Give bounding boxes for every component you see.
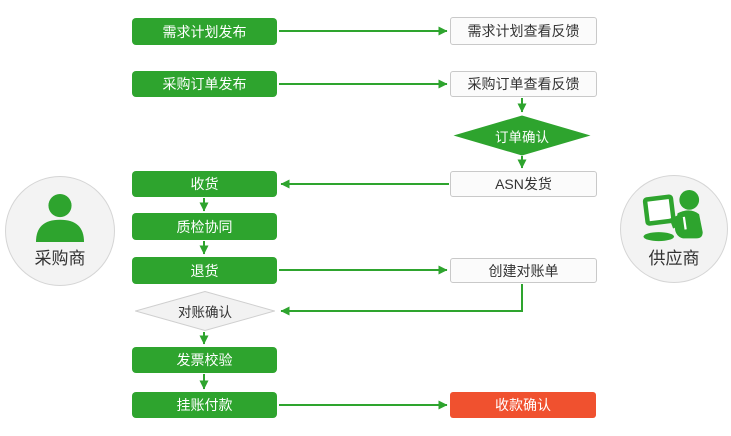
node-label: 挂账付款 bbox=[176, 397, 233, 413]
node-label: 采购订单查看反馈 bbox=[467, 76, 580, 92]
arrow-statement-to-recon-confirm bbox=[280, 284, 523, 316]
node-label: 采购订单发布 bbox=[162, 76, 247, 92]
node-receive-goods: 收货 bbox=[132, 171, 277, 197]
actor-supplier-label: 供应商 bbox=[648, 248, 700, 268]
node-invoice-check: 发票校验 bbox=[132, 347, 277, 373]
node-asn-ship: ASN发货 bbox=[450, 171, 597, 197]
node-book-payment: 挂账付款 bbox=[132, 392, 277, 418]
diamond-shape-icon bbox=[453, 115, 591, 156]
node-po-publish: 采购订单发布 bbox=[132, 71, 277, 97]
node-label: ASN发货 bbox=[495, 176, 552, 192]
node-quality-collab: 质检协同 bbox=[132, 213, 277, 240]
supplier-person-icon bbox=[642, 189, 703, 241]
node-label: 收货 bbox=[190, 176, 219, 192]
node-label: 需求计划发布 bbox=[162, 23, 247, 40]
diamond-shape-icon bbox=[135, 291, 275, 331]
node-order-confirm-diamond: 订单确认 bbox=[453, 115, 591, 156]
node-label: 创建对账单 bbox=[488, 262, 559, 279]
node-create-statement: 创建对账单 bbox=[450, 258, 597, 283]
node-demand-plan-publish: 需求计划发布 bbox=[132, 18, 277, 45]
node-label: 质检协同 bbox=[176, 218, 233, 235]
node-po-feedback: 采购订单查看反馈 bbox=[450, 71, 597, 97]
node-recon-confirm-diamond: 对账确认 bbox=[135, 291, 275, 331]
node-demand-plan-feedback: 需求计划查看反馈 bbox=[450, 17, 597, 45]
node-label: 订单确认 bbox=[495, 129, 549, 145]
node-label: 退货 bbox=[190, 262, 219, 279]
node-return-goods: 退货 bbox=[132, 257, 277, 284]
actor-supplier: 供应商 bbox=[620, 175, 728, 283]
actor-buyer: 采购商 bbox=[5, 176, 115, 286]
node-label: 对账确认 bbox=[178, 305, 232, 320]
actor-buyer-label: 采购商 bbox=[34, 248, 86, 268]
node-label: 收款确认 bbox=[495, 397, 551, 413]
node-label: 需求计划查看反馈 bbox=[467, 23, 580, 39]
node-label: 发票校验 bbox=[176, 352, 233, 368]
buyer-person-icon bbox=[36, 193, 84, 242]
node-receipt-confirm: 收款确认 bbox=[450, 392, 596, 418]
